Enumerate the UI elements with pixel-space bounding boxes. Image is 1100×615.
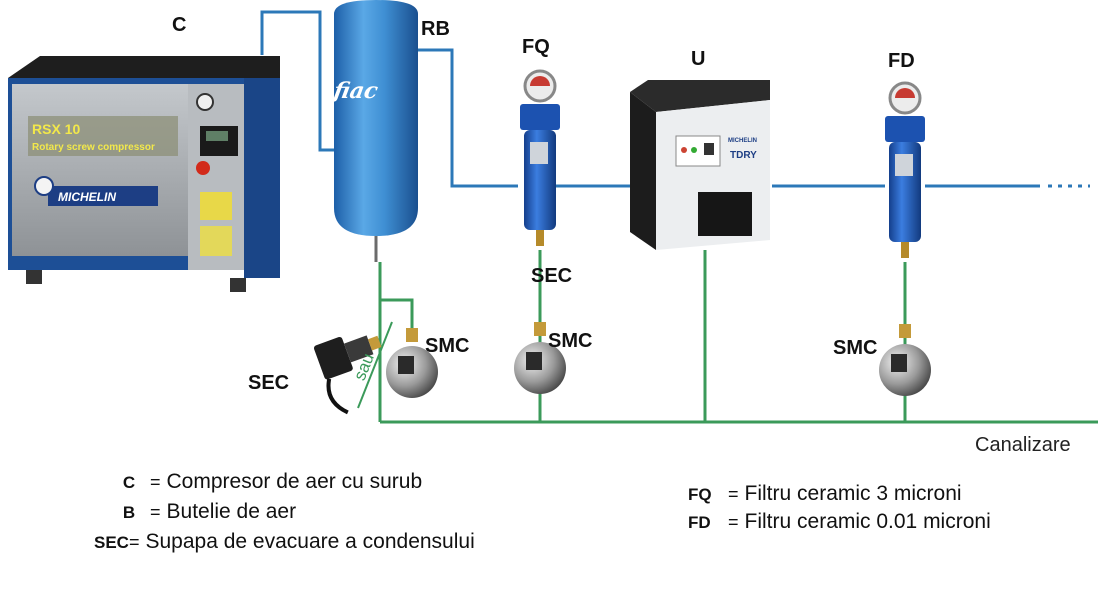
filter-fq-drain-valve: [536, 230, 544, 246]
legend-key: B: [122, 503, 136, 522]
legend-separator: =: [150, 472, 161, 492]
filter-fd: [885, 81, 925, 258]
dryer-model-text: TDRY: [730, 150, 757, 161]
sec-valve-cable: [326, 378, 349, 415]
smc-drain-3: [879, 324, 931, 396]
smc-drain-1-valve: [398, 356, 414, 374]
smc-drain-1-fitting: [406, 328, 418, 342]
smc-drain-1: [386, 328, 438, 398]
info-sticker: [200, 226, 232, 256]
legend-row-b: B =Butelie de aer: [112, 500, 296, 524]
label-dryer: U: [691, 48, 706, 70]
air-line-compressor-to-tank-top: [260, 10, 342, 152]
compressor-brand-text: MICHELIN: [58, 190, 116, 204]
air-receiver-tank: fiac: [330, 0, 418, 262]
legend-separator: =: [150, 502, 161, 522]
smc-drain-3-valve: [891, 354, 907, 372]
legend-desc: Filtru ceramic 0.01 microni: [744, 510, 991, 533]
compressor-foot-right: [230, 278, 246, 292]
label-sec-filter: SEC: [531, 265, 573, 287]
legend-separator: =: [728, 512, 739, 532]
compressor-side: [244, 78, 280, 278]
legend-row-sec: SEC=Supapa de evacuare a condensului: [94, 530, 475, 554]
filter-fq-label: [530, 142, 548, 164]
label-receiver: RB: [421, 18, 450, 40]
tank-brand-text: fiac: [330, 78, 381, 104]
label-compressor: C: [172, 14, 187, 36]
pressure-gauge-icon: [196, 93, 214, 111]
label-filter-fq: FQ: [522, 36, 550, 58]
filter-fq-head: [520, 104, 560, 130]
tank-body: [334, 0, 418, 236]
sec-solenoid-valve: [313, 335, 382, 415]
legend-key: FD: [688, 513, 711, 532]
sec-valve-body: [344, 335, 374, 363]
screw-compressor: RSX 10 Rotary screw compressor MICHELIN: [8, 56, 280, 292]
legend-desc: Supapa de evacuare a condensului: [145, 530, 475, 553]
air-line-tank-to-main: [415, 48, 518, 188]
compressor-model-text: RSX 10: [32, 121, 80, 137]
brand-plate: [48, 186, 158, 206]
label-smc-1: SMC: [425, 335, 470, 357]
label-smc-3: SMC: [833, 337, 878, 359]
dryer-side: [630, 92, 656, 250]
legend-separator: =: [128, 532, 140, 552]
air-lines: [260, 10, 1090, 188]
sec-valve-fitting: [367, 335, 382, 351]
legend-key: FQ: [688, 485, 712, 504]
dryer-indicator-green: [691, 147, 697, 153]
filter-fd-drain-valve: [901, 242, 909, 258]
filter-fd-label: [895, 154, 913, 176]
legend-key: SEC: [94, 533, 129, 552]
refrigeration-dryer: MICHELIN TDRY: [630, 80, 770, 250]
label-smc-2: SMC: [548, 330, 593, 352]
legend-separator: =: [728, 484, 739, 504]
compressor-foot-left: [26, 270, 42, 284]
filter-fd-gauge-red: [895, 88, 915, 98]
warning-sticker: [200, 192, 232, 220]
dryer-switch: [704, 143, 714, 155]
legend-desc: Compresor de aer cu surub: [166, 470, 423, 493]
dryer-brand-text: MICHELIN: [728, 138, 757, 144]
dryer-indicator-red: [681, 147, 687, 153]
filter-fq-gauge-red: [530, 76, 550, 86]
legend-row-fd: FD =Filtru ceramic 0.01 microni: [688, 510, 991, 534]
legend-desc: Filtru ceramic 3 microni: [744, 482, 962, 505]
smc-drain-2: [514, 322, 566, 394]
legend-row-fq: FQ =Filtru ceramic 3 microni: [688, 482, 962, 506]
label-drain: Canalizare: [975, 434, 1071, 456]
smc-drain-2-valve: [526, 352, 542, 370]
or-divider-line: [357, 321, 393, 409]
model-badge: [28, 116, 178, 156]
filter-fq: [520, 69, 560, 246]
drain-tank-smc: [380, 298, 414, 330]
dryer-vent-grille: [698, 192, 752, 236]
compressor-subtitle-text: Rotary screw compressor: [32, 142, 155, 153]
filter-fd-head: [885, 116, 925, 142]
emergency-stop-icon: [196, 161, 210, 175]
label-sec-valve: SEC: [248, 372, 290, 394]
legend-key: C: [122, 473, 136, 492]
legend-desc: Butelie de aer: [166, 500, 297, 523]
smc-drain-3-fitting: [899, 324, 911, 338]
smc-drain-2-fitting: [534, 322, 546, 336]
dryer-top: [630, 80, 770, 112]
sec-valve-coil: [313, 336, 353, 380]
legend-row-c: C =Compresor de aer cu surub: [112, 470, 422, 494]
compressor-panel: [12, 84, 188, 256]
compressor-top: [8, 56, 280, 78]
michelin-man-icon: [34, 176, 54, 196]
label-filter-fd: FD: [888, 50, 915, 72]
controller-screen: [206, 131, 228, 141]
